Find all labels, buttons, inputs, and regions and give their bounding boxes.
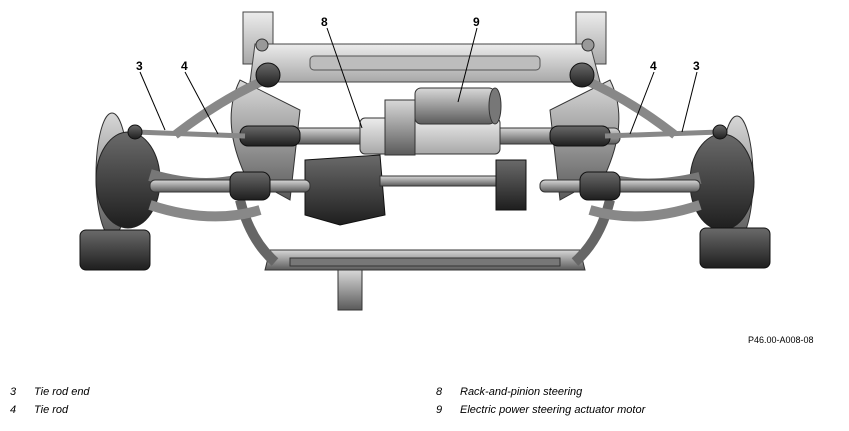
legend-item-4: 4 Tie rod xyxy=(10,404,68,416)
callout-numbers: 3 4 8 9 4 3 xyxy=(136,15,700,73)
callout-9: 9 xyxy=(473,15,480,29)
subframe xyxy=(230,11,620,311)
legend-item-8: 8 Rack-and-pinion steering xyxy=(436,386,582,398)
legend-text: Rack-and-pinion steering xyxy=(460,386,583,398)
callout-4-left: 4 xyxy=(181,59,188,73)
callout-8: 8 xyxy=(321,15,328,29)
legend-number: 8 xyxy=(436,386,443,398)
differential xyxy=(304,154,527,226)
legend-text: Tie rod end xyxy=(34,386,90,398)
callout-3-left: 3 xyxy=(136,59,143,73)
callout-3-right: 3 xyxy=(693,59,700,73)
legend-item-3: 3 Tie rod end xyxy=(10,386,90,398)
legend-item-9: 9 Electric power steering actuator motor xyxy=(436,404,645,416)
callout-4-right: 4 xyxy=(650,59,657,73)
power-steering-motor xyxy=(414,87,502,125)
tie-rods xyxy=(127,124,728,140)
legend-text: Tie rod xyxy=(34,404,69,416)
upper-control-arms xyxy=(172,62,678,139)
reference-code: P46.00-A008-08 xyxy=(748,335,814,345)
legend-text: Electric power steering actuator motor xyxy=(460,404,646,416)
legend-number: 9 xyxy=(436,404,443,416)
drive-shafts xyxy=(149,171,701,201)
legend-number: 4 xyxy=(10,404,17,416)
leader-lines xyxy=(139,27,698,135)
legend-number: 3 xyxy=(10,386,17,398)
